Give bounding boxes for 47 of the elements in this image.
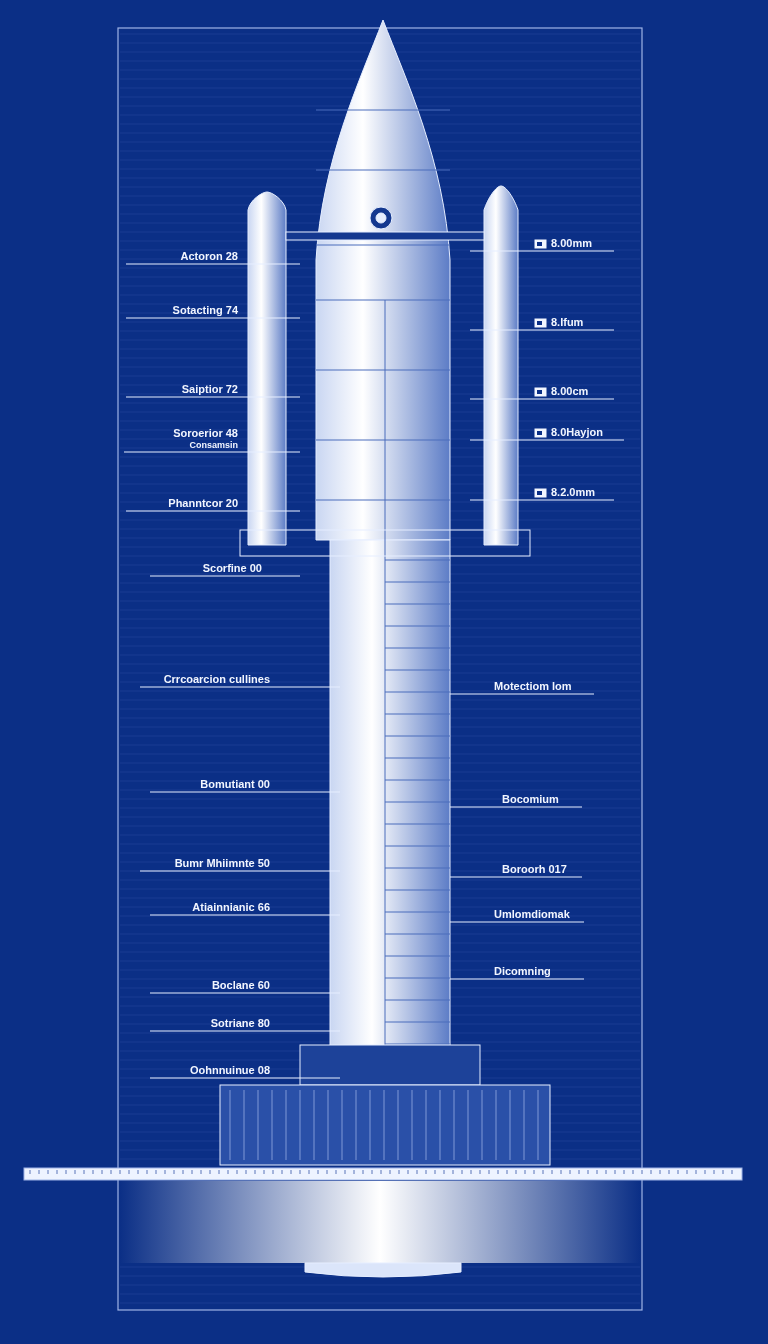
part-label: Bumr Mhiimnte 50 xyxy=(174,857,270,870)
part-label: Oohnnuinue 08 xyxy=(189,1064,270,1077)
leader-line xyxy=(139,870,341,872)
part-label: 8.00mm xyxy=(551,237,592,250)
part-label: Sotacting 74 xyxy=(172,304,238,317)
leader-line xyxy=(149,992,341,994)
leader-line xyxy=(149,575,301,577)
part-label: 8.0Hayjon xyxy=(551,426,603,439)
leader-line xyxy=(149,1077,341,1079)
part-label: 8.2.0mm xyxy=(551,486,596,499)
part-label: Scorfine 00 xyxy=(202,562,262,575)
leader-line xyxy=(469,439,625,441)
leader-line xyxy=(125,317,301,319)
leader-line xyxy=(125,396,301,398)
part-label: 8.00cm xyxy=(551,385,589,398)
part-label: Sotriane 80 xyxy=(210,1017,270,1030)
leader-line xyxy=(125,263,301,265)
part-label: Atiainnianic 66 xyxy=(192,901,270,914)
leader-line xyxy=(449,921,585,923)
part-label: Boroorh 017 xyxy=(502,863,567,876)
part-label: Motectiom lom xyxy=(494,680,572,693)
part-label: Actoron 28 xyxy=(180,250,238,263)
leader-line xyxy=(469,329,615,331)
leader-line xyxy=(123,451,301,453)
part-label: Bocomium xyxy=(502,793,559,806)
part-label: Phanntcor 20 xyxy=(168,497,238,510)
part-label: Bomutiant 00 xyxy=(200,778,270,791)
part-label: 8.Ifum xyxy=(551,316,584,329)
part-label: Saiptior 72 xyxy=(181,383,238,396)
leader-line xyxy=(469,499,615,501)
part-label: Crrcoarcion cullines xyxy=(163,673,270,686)
leader-line xyxy=(149,791,341,793)
part-label: Soroerior 48 xyxy=(173,427,238,440)
leader-line xyxy=(149,914,341,916)
leader-line xyxy=(125,510,301,512)
leader-line xyxy=(469,398,615,400)
leader-line xyxy=(449,978,585,980)
leader-line xyxy=(449,806,583,808)
sub-label: Consamsin xyxy=(189,440,238,451)
leader-line xyxy=(449,876,583,878)
leader-line xyxy=(139,686,341,688)
leader-line xyxy=(469,250,615,252)
leader-line xyxy=(449,693,595,695)
part-label: Dicomning xyxy=(494,965,551,978)
part-label: Boclane 60 xyxy=(211,979,270,992)
part-label: Umlomdiomak xyxy=(494,908,570,921)
leader-line xyxy=(149,1030,341,1032)
